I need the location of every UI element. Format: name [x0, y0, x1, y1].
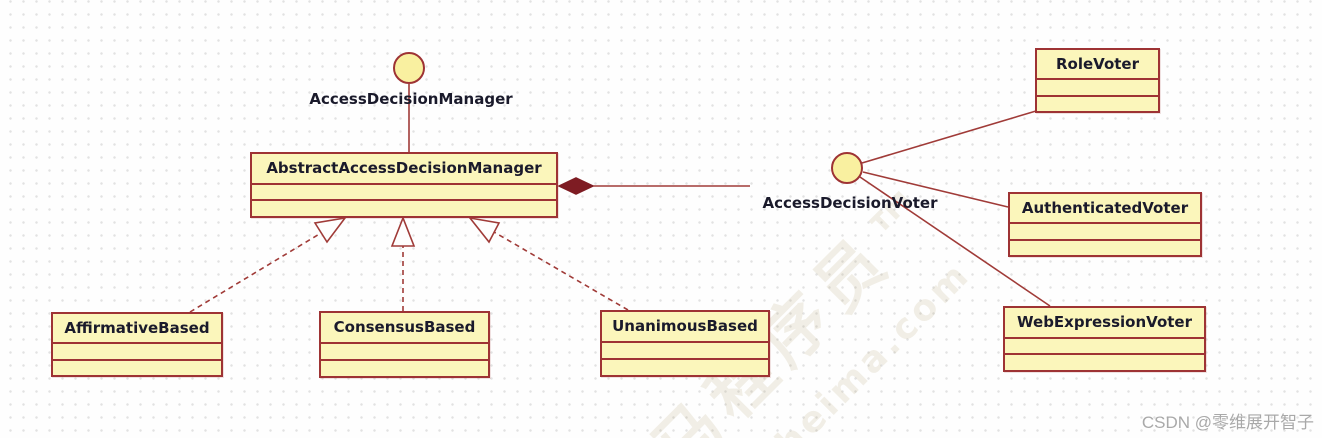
class-name: AffirmativeBased	[64, 319, 210, 338]
class-name: AbstractAccessDecisionManager	[266, 159, 542, 178]
fields-compartment	[53, 342, 221, 358]
generalization-arrow-icon-unanimous	[468, 216, 501, 244]
background-watermark-url: itheima.com	[741, 253, 980, 438]
csdn-watermark: CSDN @零维展开智子	[1141, 413, 1314, 432]
class-box-unanimous-based: UnanimousBased	[600, 310, 770, 377]
methods-compartment	[1010, 238, 1200, 255]
class-name: UnanimousBased	[612, 317, 758, 336]
interface-lollipop-icon-access-decision-manager	[393, 52, 425, 84]
class-box-role-voter: RoleVoter	[1035, 48, 1160, 113]
fields-compartment	[1010, 222, 1200, 238]
class-name: RoleVoter	[1055, 55, 1139, 74]
class-box-web-expression-voter: WebExpressionVoter	[1003, 306, 1206, 372]
class-name: AuthenticatedVoter	[1021, 199, 1189, 218]
methods-compartment	[53, 358, 221, 375]
class-name: ConsensusBased	[333, 318, 476, 337]
aggregation-diamond-icon	[557, 177, 595, 195]
generalization-arrow-icon-affirmative	[313, 216, 347, 244]
class-box-abstract-access-decision-manager: AbstractAccessDecisionManager	[250, 152, 558, 218]
interface-label-access-decision-voter: AccessDecisionVoter	[762, 194, 938, 212]
class-box-consensus-based: ConsensusBased	[319, 311, 490, 378]
fields-compartment	[602, 340, 768, 358]
methods-compartment	[321, 358, 488, 376]
methods-compartment	[1005, 353, 1204, 370]
interface-label-access-decision-manager: AccessDecisionManager	[309, 90, 513, 108]
fields-compartment	[252, 182, 556, 200]
methods-compartment	[252, 199, 556, 216]
lollipop-line-role-voter	[861, 110, 1037, 164]
methods-compartment	[1037, 94, 1158, 111]
fields-compartment	[321, 341, 488, 359]
generalization-arrow-icon-consensus	[390, 215, 416, 247]
fields-compartment	[1005, 336, 1204, 354]
fields-compartment	[1037, 78, 1158, 94]
generalization-line-affirmative-based	[189, 232, 322, 313]
interface-lollipop-icon-access-decision-voter	[831, 152, 863, 184]
class-box-authenticated-voter: AuthenticatedVoter	[1008, 192, 1202, 257]
methods-compartment	[602, 357, 768, 375]
class-name: WebExpressionVoter	[1017, 313, 1192, 332]
class-box-affirmative-based: AffirmativeBased	[51, 312, 223, 377]
generalization-line-unanimous-based	[493, 231, 629, 311]
